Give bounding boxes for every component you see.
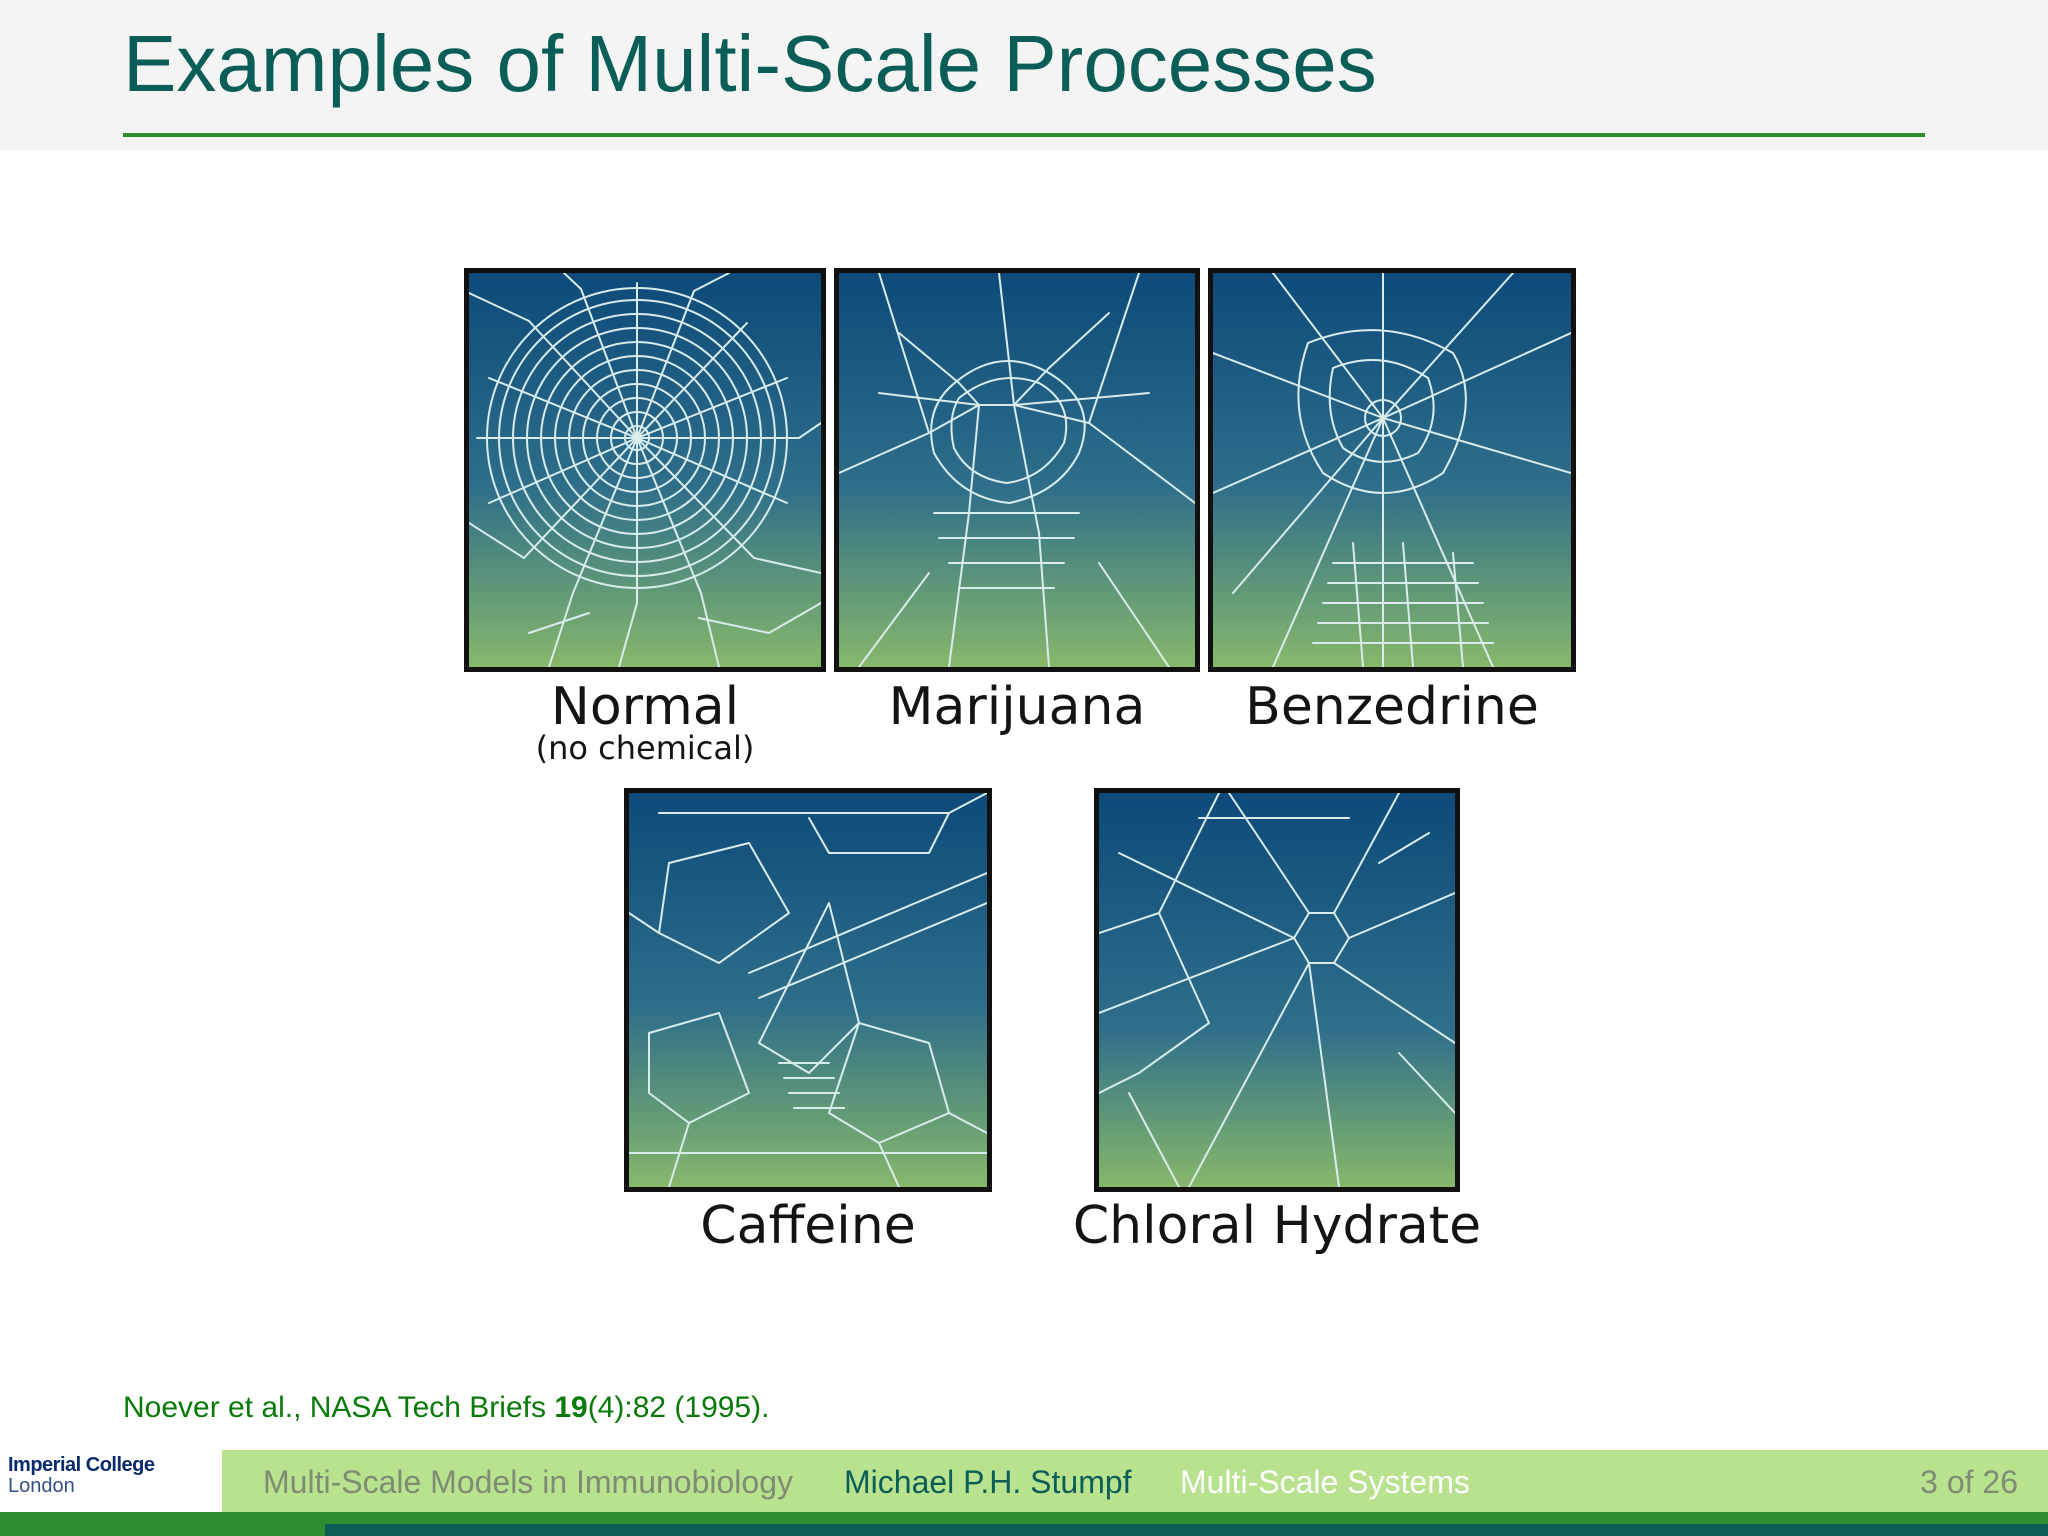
slide-header: Examples of Multi-Scale Processes (0, 0, 2048, 150)
label-chloral-hydrate: Chloral Hydrate (1072, 1196, 1482, 1256)
web-panel-caffeine (624, 788, 992, 1192)
logo-line-2: London (8, 1475, 75, 1497)
citation: Noever et al., NASA Tech Briefs 19(4):82… (123, 1388, 769, 1428)
slide-title: Examples of Multi-Scale Processes (123, 19, 1377, 108)
footer-author: Michael P.H. Stumpf (844, 1464, 1132, 1500)
web-panel-marijuana (834, 268, 1200, 672)
imperial-college-logo: Imperial College London (8, 1455, 218, 1497)
web-panel-chloral-hydrate (1094, 788, 1460, 1192)
web-panel-normal (464, 268, 826, 672)
label-marijuana: Marijuana (888, 677, 1146, 737)
web-image-chloral-hydrate (1099, 793, 1455, 1187)
footer-accent-left (0, 1512, 325, 1536)
footer-accent-right-dark (325, 1524, 2048, 1536)
citation-volume: 19 (554, 1391, 588, 1424)
title-rule (123, 133, 1925, 137)
web-image-caffeine (629, 793, 987, 1187)
logo-line-1: Imperial College (8, 1454, 155, 1476)
citation-suffix: (4):82 (1995). (587, 1391, 770, 1424)
web-image-benzedrine (1213, 273, 1571, 667)
footer-bar (222, 1450, 2048, 1512)
label-normal: Normal (550, 677, 740, 737)
web-image-normal (469, 273, 821, 667)
web-image-marijuana (839, 273, 1195, 667)
citation-prefix: Noever et al., NASA Tech Briefs (123, 1391, 555, 1424)
label-caffeine: Caffeine (700, 1196, 916, 1256)
footer-page-number: 3 of 26 (1920, 1464, 2018, 1500)
footer-course-title: Multi-Scale Models in Immunobiology (263, 1464, 793, 1500)
footer-section: Multi-Scale Systems (1180, 1464, 1470, 1500)
spider-web-figure: Normal (no chemical) Marijuana (420, 220, 1640, 1290)
sublabel-normal: (no chemical) (535, 729, 755, 767)
label-benzedrine: Benzedrine (1245, 677, 1539, 737)
web-panel-benzedrine (1208, 268, 1576, 672)
